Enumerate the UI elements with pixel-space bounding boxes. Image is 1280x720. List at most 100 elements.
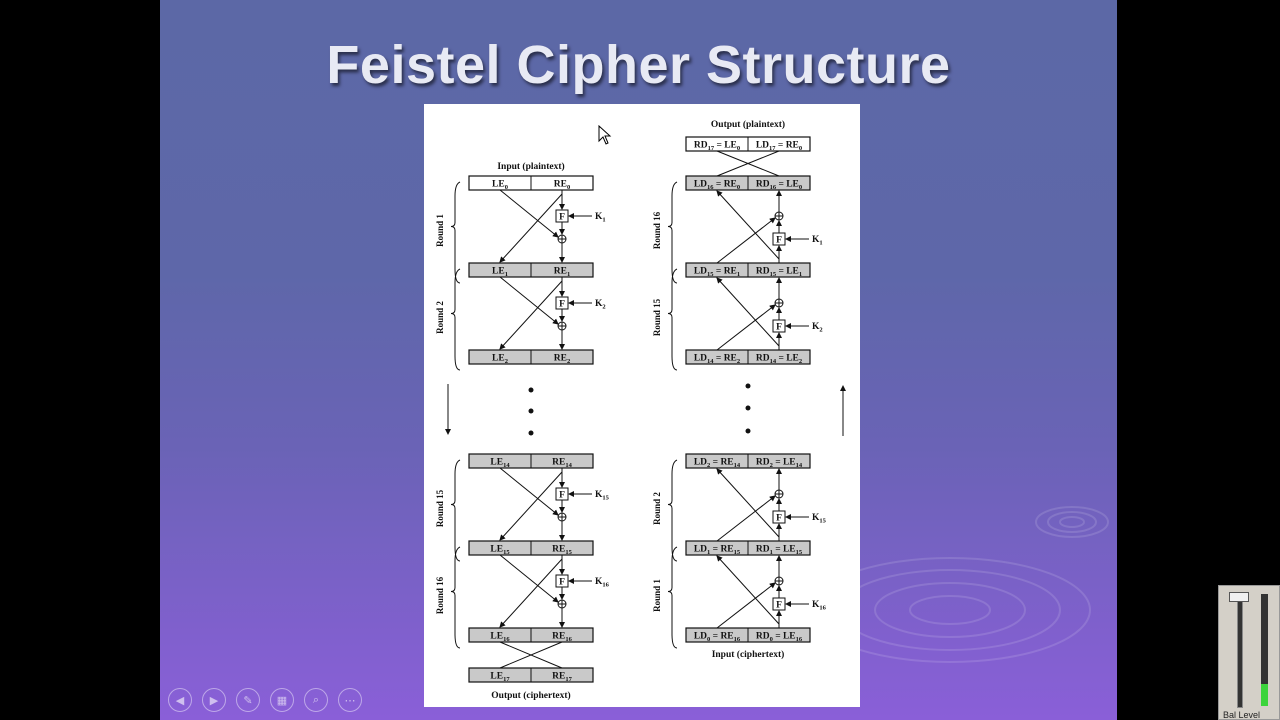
left-half-label: LD15 = RE1 bbox=[694, 267, 740, 279]
round-function-label: F bbox=[776, 323, 782, 333]
subkey-label: K1 bbox=[595, 212, 606, 224]
left-half-label: LD16 = RE0 bbox=[694, 180, 740, 192]
right-half-label: RD14 = LE2 bbox=[756, 354, 802, 366]
round-function-label: F bbox=[559, 300, 565, 310]
subkey-label: K2 bbox=[812, 322, 823, 334]
round-brace bbox=[450, 181, 461, 284]
flow-line bbox=[716, 150, 780, 177]
left-half-label: LE17 bbox=[490, 672, 510, 684]
arrow-left-icon: ◀ bbox=[175, 694, 185, 707]
round-label: Round 2 bbox=[435, 301, 445, 334]
right-half-label: RD1 = LE15 bbox=[756, 545, 803, 557]
flow-arrow bbox=[716, 190, 780, 260]
left-input-label: Input (plaintext) bbox=[497, 161, 564, 172]
left-output-label: Output (ciphertext) bbox=[491, 690, 570, 701]
flow-arrow bbox=[499, 280, 563, 350]
round-function-label: F bbox=[776, 514, 782, 524]
more-icon: ⋯ bbox=[344, 694, 356, 707]
left-half-label: LD14 = RE2 bbox=[694, 354, 740, 366]
right-output-label: Output (plaintext) bbox=[711, 119, 785, 130]
more-options-button[interactable]: ⋯ bbox=[338, 688, 362, 712]
previous-slide-button[interactable]: ◀ bbox=[168, 688, 192, 712]
slide-title: Feistel Cipher Structure bbox=[326, 35, 951, 95]
right-input-label: Input (ciphertext) bbox=[712, 649, 785, 660]
flow-arrow bbox=[499, 471, 563, 541]
level-meter bbox=[1261, 594, 1268, 706]
ellipsis-dot bbox=[745, 383, 751, 389]
right-half-label: RE2 bbox=[554, 354, 570, 366]
see-all-slides-button[interactable]: ▦ bbox=[270, 688, 294, 712]
subkey-label: K15 bbox=[595, 490, 610, 502]
round-label: Round 15 bbox=[435, 489, 445, 527]
round-function-label: F bbox=[776, 236, 782, 246]
level-meter-fill bbox=[1261, 684, 1268, 706]
flow-line bbox=[499, 641, 563, 669]
left-half-label: LE1 bbox=[492, 267, 508, 279]
left-half-label: LD2 = RE14 bbox=[694, 458, 741, 470]
arrow-right-icon: ▶ bbox=[209, 694, 219, 707]
ellipsis-dot bbox=[528, 430, 534, 436]
round-label: Round 1 bbox=[435, 214, 445, 247]
flow-arrow bbox=[716, 495, 776, 542]
flow-arrow bbox=[716, 217, 776, 264]
left-half-label: LE2 bbox=[492, 354, 508, 366]
mouse-cursor-icon bbox=[598, 125, 612, 145]
flow-arrow bbox=[499, 467, 559, 516]
right-half-label: RE15 bbox=[552, 545, 572, 557]
round-label: Round 16 bbox=[652, 211, 662, 249]
round-function-label: F bbox=[776, 601, 782, 611]
right-half-label: RD16 = LE0 bbox=[756, 180, 802, 192]
right-half-label: RE17 bbox=[552, 672, 572, 684]
left-half-label: LE16 bbox=[490, 632, 510, 644]
ellipsis-dot bbox=[745, 405, 751, 411]
round-label: Round 15 bbox=[652, 298, 662, 336]
round-brace bbox=[450, 459, 461, 562]
subkey-label: K16 bbox=[595, 577, 610, 589]
ellipsis-dot bbox=[745, 428, 751, 434]
magnifier-icon: ⌕ bbox=[312, 693, 320, 706]
right-half-label: RD15 = LE1 bbox=[756, 267, 802, 279]
left-half-label: LE0 bbox=[492, 180, 508, 192]
left-half-label: RD17 = LE0 bbox=[694, 141, 740, 153]
subkey-label: K16 bbox=[812, 600, 827, 612]
left-half-label: LD0 = RE16 bbox=[694, 632, 741, 644]
zoom-button[interactable]: ⌕ bbox=[304, 688, 328, 712]
right-half-label: RE16 bbox=[552, 632, 572, 644]
volume-mixer-widget: Bal Level bbox=[1218, 585, 1280, 720]
flow-arrow bbox=[499, 554, 559, 603]
round-brace bbox=[667, 268, 678, 371]
round-brace bbox=[667, 181, 678, 284]
next-slide-button[interactable]: ▶ bbox=[202, 688, 226, 712]
left-half-label: LD1 = RE15 bbox=[694, 545, 741, 557]
mixer-label: Bal Level bbox=[1223, 710, 1261, 720]
flow-arrow bbox=[716, 304, 776, 351]
round-brace bbox=[667, 459, 678, 562]
flow-arrow bbox=[499, 276, 559, 325]
slideshow-toolbar: ◀ ▶ ✎ ▦ ⌕ ⋯ bbox=[168, 688, 362, 712]
right-half-label: RD2 = LE14 bbox=[756, 458, 803, 470]
round-label: Round 16 bbox=[435, 576, 445, 614]
round-function-label: F bbox=[559, 578, 565, 588]
flow-arrow bbox=[716, 555, 780, 625]
flow-arrow bbox=[499, 189, 559, 238]
flow-arrow bbox=[716, 582, 776, 629]
volume-slider-track[interactable] bbox=[1237, 594, 1243, 708]
pen-tool-button[interactable]: ✎ bbox=[236, 688, 260, 712]
round-label: Round 1 bbox=[652, 579, 662, 612]
round-brace bbox=[450, 546, 461, 649]
right-half-label: RE0 bbox=[554, 180, 570, 192]
round-function-label: F bbox=[559, 491, 565, 501]
right-half-label: LD17 = RE0 bbox=[756, 141, 802, 153]
round-brace bbox=[450, 268, 461, 371]
flow-arrow bbox=[716, 468, 780, 538]
ellipsis-dot bbox=[528, 387, 534, 393]
round-brace bbox=[667, 546, 678, 649]
flow-arrow bbox=[716, 277, 780, 347]
volume-slider-handle[interactable] bbox=[1229, 592, 1249, 602]
flow-arrow bbox=[499, 193, 563, 263]
right-half-label: RD0 = LE16 bbox=[756, 632, 803, 644]
flow-arrow bbox=[499, 558, 563, 628]
right-half-label: RE1 bbox=[554, 267, 570, 279]
